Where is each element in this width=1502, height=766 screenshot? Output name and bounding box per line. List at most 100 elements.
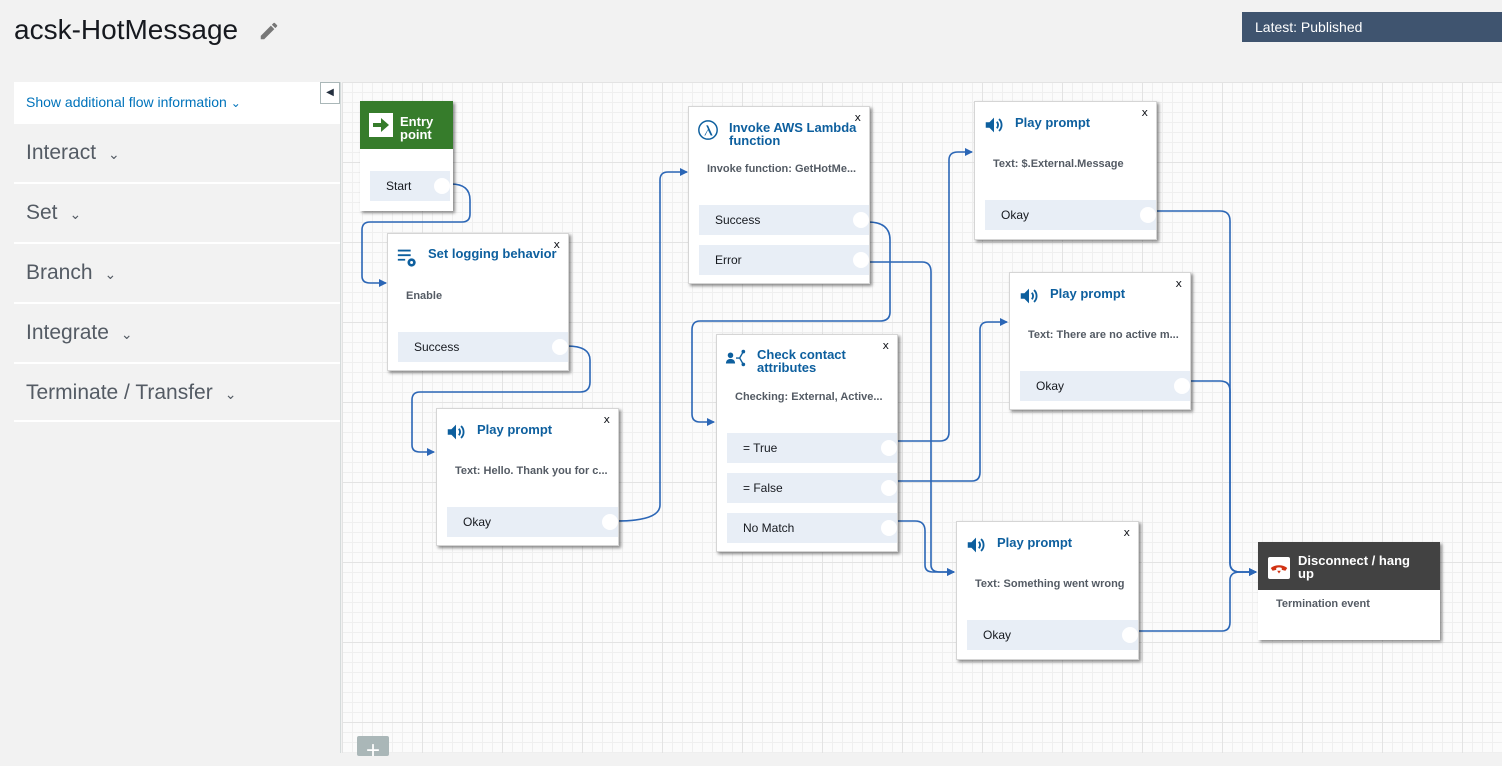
speaker-icon bbox=[1020, 288, 1038, 304]
top-bar: acsk-HotMessage Latest: Published bbox=[0, 0, 1502, 82]
block-title: Invoke AWS Lambda bbox=[729, 120, 857, 135]
group-label: Integrate bbox=[26, 321, 109, 344]
block-header: Set logging behavior bbox=[388, 234, 568, 282]
group-label: Set bbox=[26, 201, 58, 224]
branch-connector-dot[interactable] bbox=[1140, 207, 1156, 223]
branch-label: No Match bbox=[743, 521, 795, 535]
branch-okay[interactable]: Okay bbox=[967, 620, 1138, 650]
branch-connector-dot[interactable] bbox=[1122, 627, 1138, 643]
block-subtitle: Enable bbox=[406, 290, 443, 302]
block-title: Set logging behavior bbox=[428, 246, 557, 261]
branch-start[interactable]: Start bbox=[370, 171, 450, 201]
block-title: Play prompt bbox=[1050, 286, 1126, 301]
block-header: Disconnect / hang up bbox=[1258, 542, 1440, 590]
branch-label: = False bbox=[743, 481, 783, 495]
block-subtitle: Termination event bbox=[1276, 598, 1370, 610]
logging-settings-icon bbox=[397, 249, 416, 267]
close-icon[interactable]: x bbox=[553, 238, 560, 251]
chevron-down-icon: ⌄ bbox=[224, 386, 237, 402]
close-icon[interactable]: x bbox=[1175, 277, 1182, 290]
show-flow-info-link[interactable]: Show additional flow information⌄ bbox=[14, 82, 340, 122]
branch-connector-dot[interactable] bbox=[881, 440, 897, 456]
group-integrate[interactable]: Integrate ⌄ bbox=[14, 302, 340, 362]
block-subtitle: Text: Hello. Thank you for c... bbox=[455, 465, 608, 477]
close-icon[interactable]: x bbox=[1123, 526, 1130, 539]
branch-false[interactable]: = False bbox=[727, 473, 897, 503]
caret-left-icon[interactable]: ◀ bbox=[320, 82, 340, 104]
block-title: Disconnect / hang bbox=[1298, 553, 1410, 568]
branch-connector-dot[interactable] bbox=[1174, 378, 1190, 394]
branch-okay[interactable]: Okay bbox=[985, 200, 1156, 230]
disconnect-block[interactable]: x Disconnect / hang up Termination event bbox=[1258, 542, 1440, 640]
play-prompt-no-active-block[interactable]: x Play prompt Text: There are no active … bbox=[1009, 272, 1191, 410]
block-header: Check contact attributes bbox=[717, 335, 897, 383]
invoke-lambda-block[interactable]: x Invoke AWS Lambda function Invoke func… bbox=[688, 106, 870, 284]
branch-success[interactable]: Success bbox=[398, 332, 568, 362]
block-header: Invoke AWS Lambda function bbox=[689, 107, 869, 155]
branch-success[interactable]: Success bbox=[699, 205, 869, 235]
block-subtitle: Text: There are no active m... bbox=[1028, 329, 1179, 341]
speaker-icon bbox=[447, 424, 465, 440]
branch-error[interactable]: Error bbox=[699, 245, 869, 275]
branch-no-match[interactable]: No Match bbox=[727, 513, 897, 543]
branch-connector-dot[interactable] bbox=[602, 514, 618, 530]
check-contact-attributes-block[interactable]: x Check contact attributes Checking: Ext… bbox=[716, 334, 898, 552]
close-icon[interactable]: x bbox=[882, 339, 889, 352]
entry-point-title: Entry bbox=[400, 114, 434, 129]
set-logging-block[interactable]: x Set logging behavior Enable Success bbox=[387, 233, 569, 371]
status-badge[interactable]: Latest: Published bbox=[1242, 12, 1502, 42]
block-title: Play prompt bbox=[997, 535, 1073, 550]
block-title-2: attributes bbox=[757, 360, 817, 375]
block-title-2: up bbox=[1298, 566, 1314, 581]
block-title-2: function bbox=[729, 133, 781, 148]
pencil-icon[interactable] bbox=[258, 20, 280, 42]
close-icon[interactable]: x bbox=[854, 111, 861, 124]
play-prompt-wrong-block[interactable]: x Play prompt Text: Something went wrong… bbox=[956, 521, 1139, 660]
page-title: acsk-HotMessage bbox=[14, 14, 239, 45]
group-label: Terminate / Transfer bbox=[26, 381, 213, 404]
branch-connector-dot[interactable] bbox=[552, 339, 568, 355]
branch-label: Okay bbox=[1001, 208, 1030, 222]
close-icon[interactable]: x bbox=[603, 413, 610, 426]
branch-connector-dot[interactable] bbox=[881, 520, 897, 536]
branch-okay[interactable]: Okay bbox=[447, 507, 618, 537]
plus-icon[interactable]: + bbox=[357, 736, 389, 764]
hang-up-phone-icon bbox=[1268, 557, 1290, 579]
block-subtitle: Checking: External, Active... bbox=[735, 391, 883, 403]
block-subtitle: Text: $.External.Message bbox=[993, 158, 1124, 170]
chevron-down-icon: ⌄ bbox=[120, 326, 133, 342]
lambda-icon bbox=[698, 120, 718, 140]
chevron-down-icon: ⌄ bbox=[230, 96, 241, 110]
group-label: Branch bbox=[26, 261, 93, 284]
branch-connector-dot[interactable] bbox=[434, 178, 450, 194]
play-prompt-external-block[interactable]: x Play prompt Text: $.External.Message O… bbox=[974, 101, 1157, 240]
group-label: Interact bbox=[26, 141, 97, 164]
branch-label: Success bbox=[715, 213, 761, 227]
entry-point-title-2: point bbox=[400, 127, 432, 142]
block-title: Play prompt bbox=[477, 422, 553, 437]
block-title: Play prompt bbox=[1015, 115, 1091, 130]
block-header: Play prompt bbox=[975, 102, 1156, 150]
branch-connector-dot[interactable] bbox=[853, 212, 869, 228]
group-set[interactable]: Set ⌄ bbox=[14, 182, 340, 242]
speaker-icon bbox=[985, 117, 1003, 133]
close-icon[interactable]: x bbox=[1141, 106, 1148, 119]
chevron-down-icon: ⌄ bbox=[69, 206, 82, 222]
entry-point-block[interactable]: Entry point Start bbox=[360, 101, 453, 211]
block-subtitle: Invoke function: GetHotMe... bbox=[707, 163, 857, 175]
play-prompt-hello-block[interactable]: x Play prompt Text: Hello. Thank you for… bbox=[436, 408, 619, 546]
group-terminate-transfer[interactable]: Terminate / Transfer ⌄ bbox=[14, 362, 340, 422]
branch-connector-dot[interactable] bbox=[853, 252, 869, 268]
chevron-down-icon: ⌄ bbox=[104, 266, 117, 282]
arrow-right-icon bbox=[369, 113, 393, 137]
entry-point-header: Entry point bbox=[360, 101, 453, 149]
branch-label: Okay bbox=[1036, 379, 1065, 393]
branch-okay[interactable]: Okay bbox=[1020, 371, 1190, 401]
chevron-down-icon: ⌄ bbox=[108, 146, 120, 162]
group-interact[interactable]: Interact ⌄ bbox=[14, 122, 340, 182]
branch-label: Start bbox=[386, 179, 412, 193]
block-header: Play prompt bbox=[1010, 273, 1190, 321]
branch-true[interactable]: = True bbox=[727, 433, 897, 463]
group-branch[interactable]: Branch ⌄ bbox=[14, 242, 340, 302]
branch-connector-dot[interactable] bbox=[881, 480, 897, 496]
